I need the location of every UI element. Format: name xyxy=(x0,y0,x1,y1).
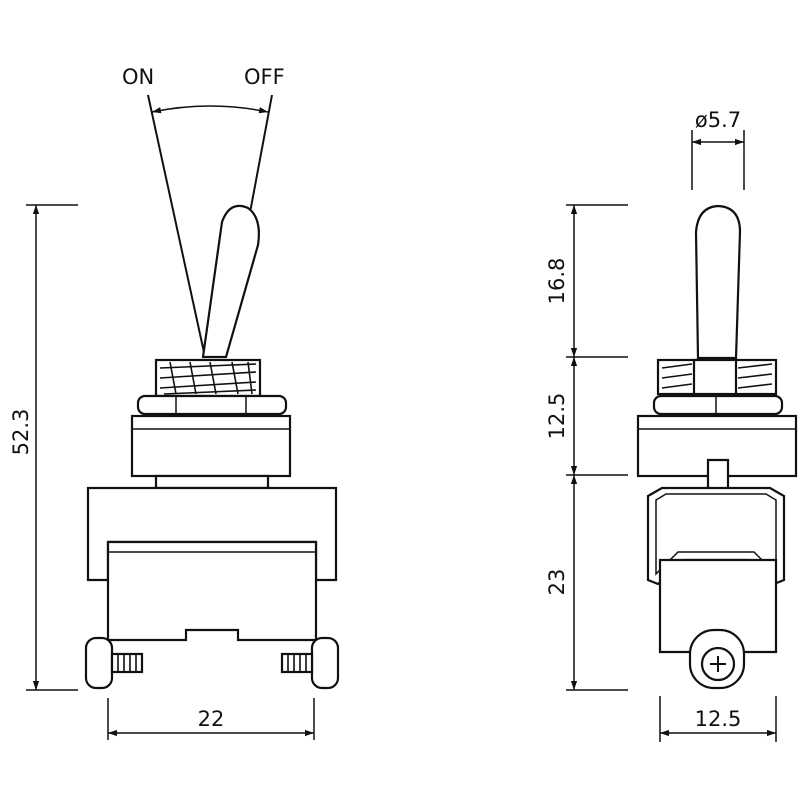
right-terminal xyxy=(280,636,340,690)
side-hex-nut xyxy=(652,394,784,416)
switch-case xyxy=(86,486,338,642)
width-side-label: 12.5 xyxy=(695,707,742,731)
dimension-width-side: 12.5 xyxy=(659,696,777,742)
height-total-label: 52.3 xyxy=(9,409,33,456)
bushing-height-label: 12.5 xyxy=(545,393,569,440)
toggle-lever xyxy=(201,204,260,359)
dimension-width-front: 22 xyxy=(107,698,315,740)
side-terminal-screw xyxy=(688,628,746,690)
side-threaded-bushing xyxy=(656,358,778,396)
dimension-height-total: 52.3 xyxy=(9,204,78,691)
left-terminal xyxy=(84,636,144,690)
dimension-side-heights: 16.8 12.5 23 xyxy=(545,204,628,691)
on-label: ON xyxy=(122,65,154,89)
dimension-lever-dia: ø5.7 xyxy=(691,108,745,190)
side-view: ø5.7 16.8 12.5 23 12.5 xyxy=(545,108,798,742)
side-lever xyxy=(694,204,742,360)
travel-arc xyxy=(151,105,269,114)
on-travel-line xyxy=(147,94,206,358)
mounting-collar xyxy=(130,414,292,478)
threaded-bushing xyxy=(154,358,262,398)
lever-height-label: 16.8 xyxy=(545,258,569,305)
side-lower-body xyxy=(658,558,778,654)
front-view: ON OFF xyxy=(9,65,340,740)
width-front-label: 22 xyxy=(198,707,225,731)
hex-nut xyxy=(136,394,288,416)
body-height-label: 23 xyxy=(545,569,569,596)
off-label: OFF xyxy=(244,65,285,89)
lever-dia-label: ø5.7 xyxy=(695,108,741,132)
